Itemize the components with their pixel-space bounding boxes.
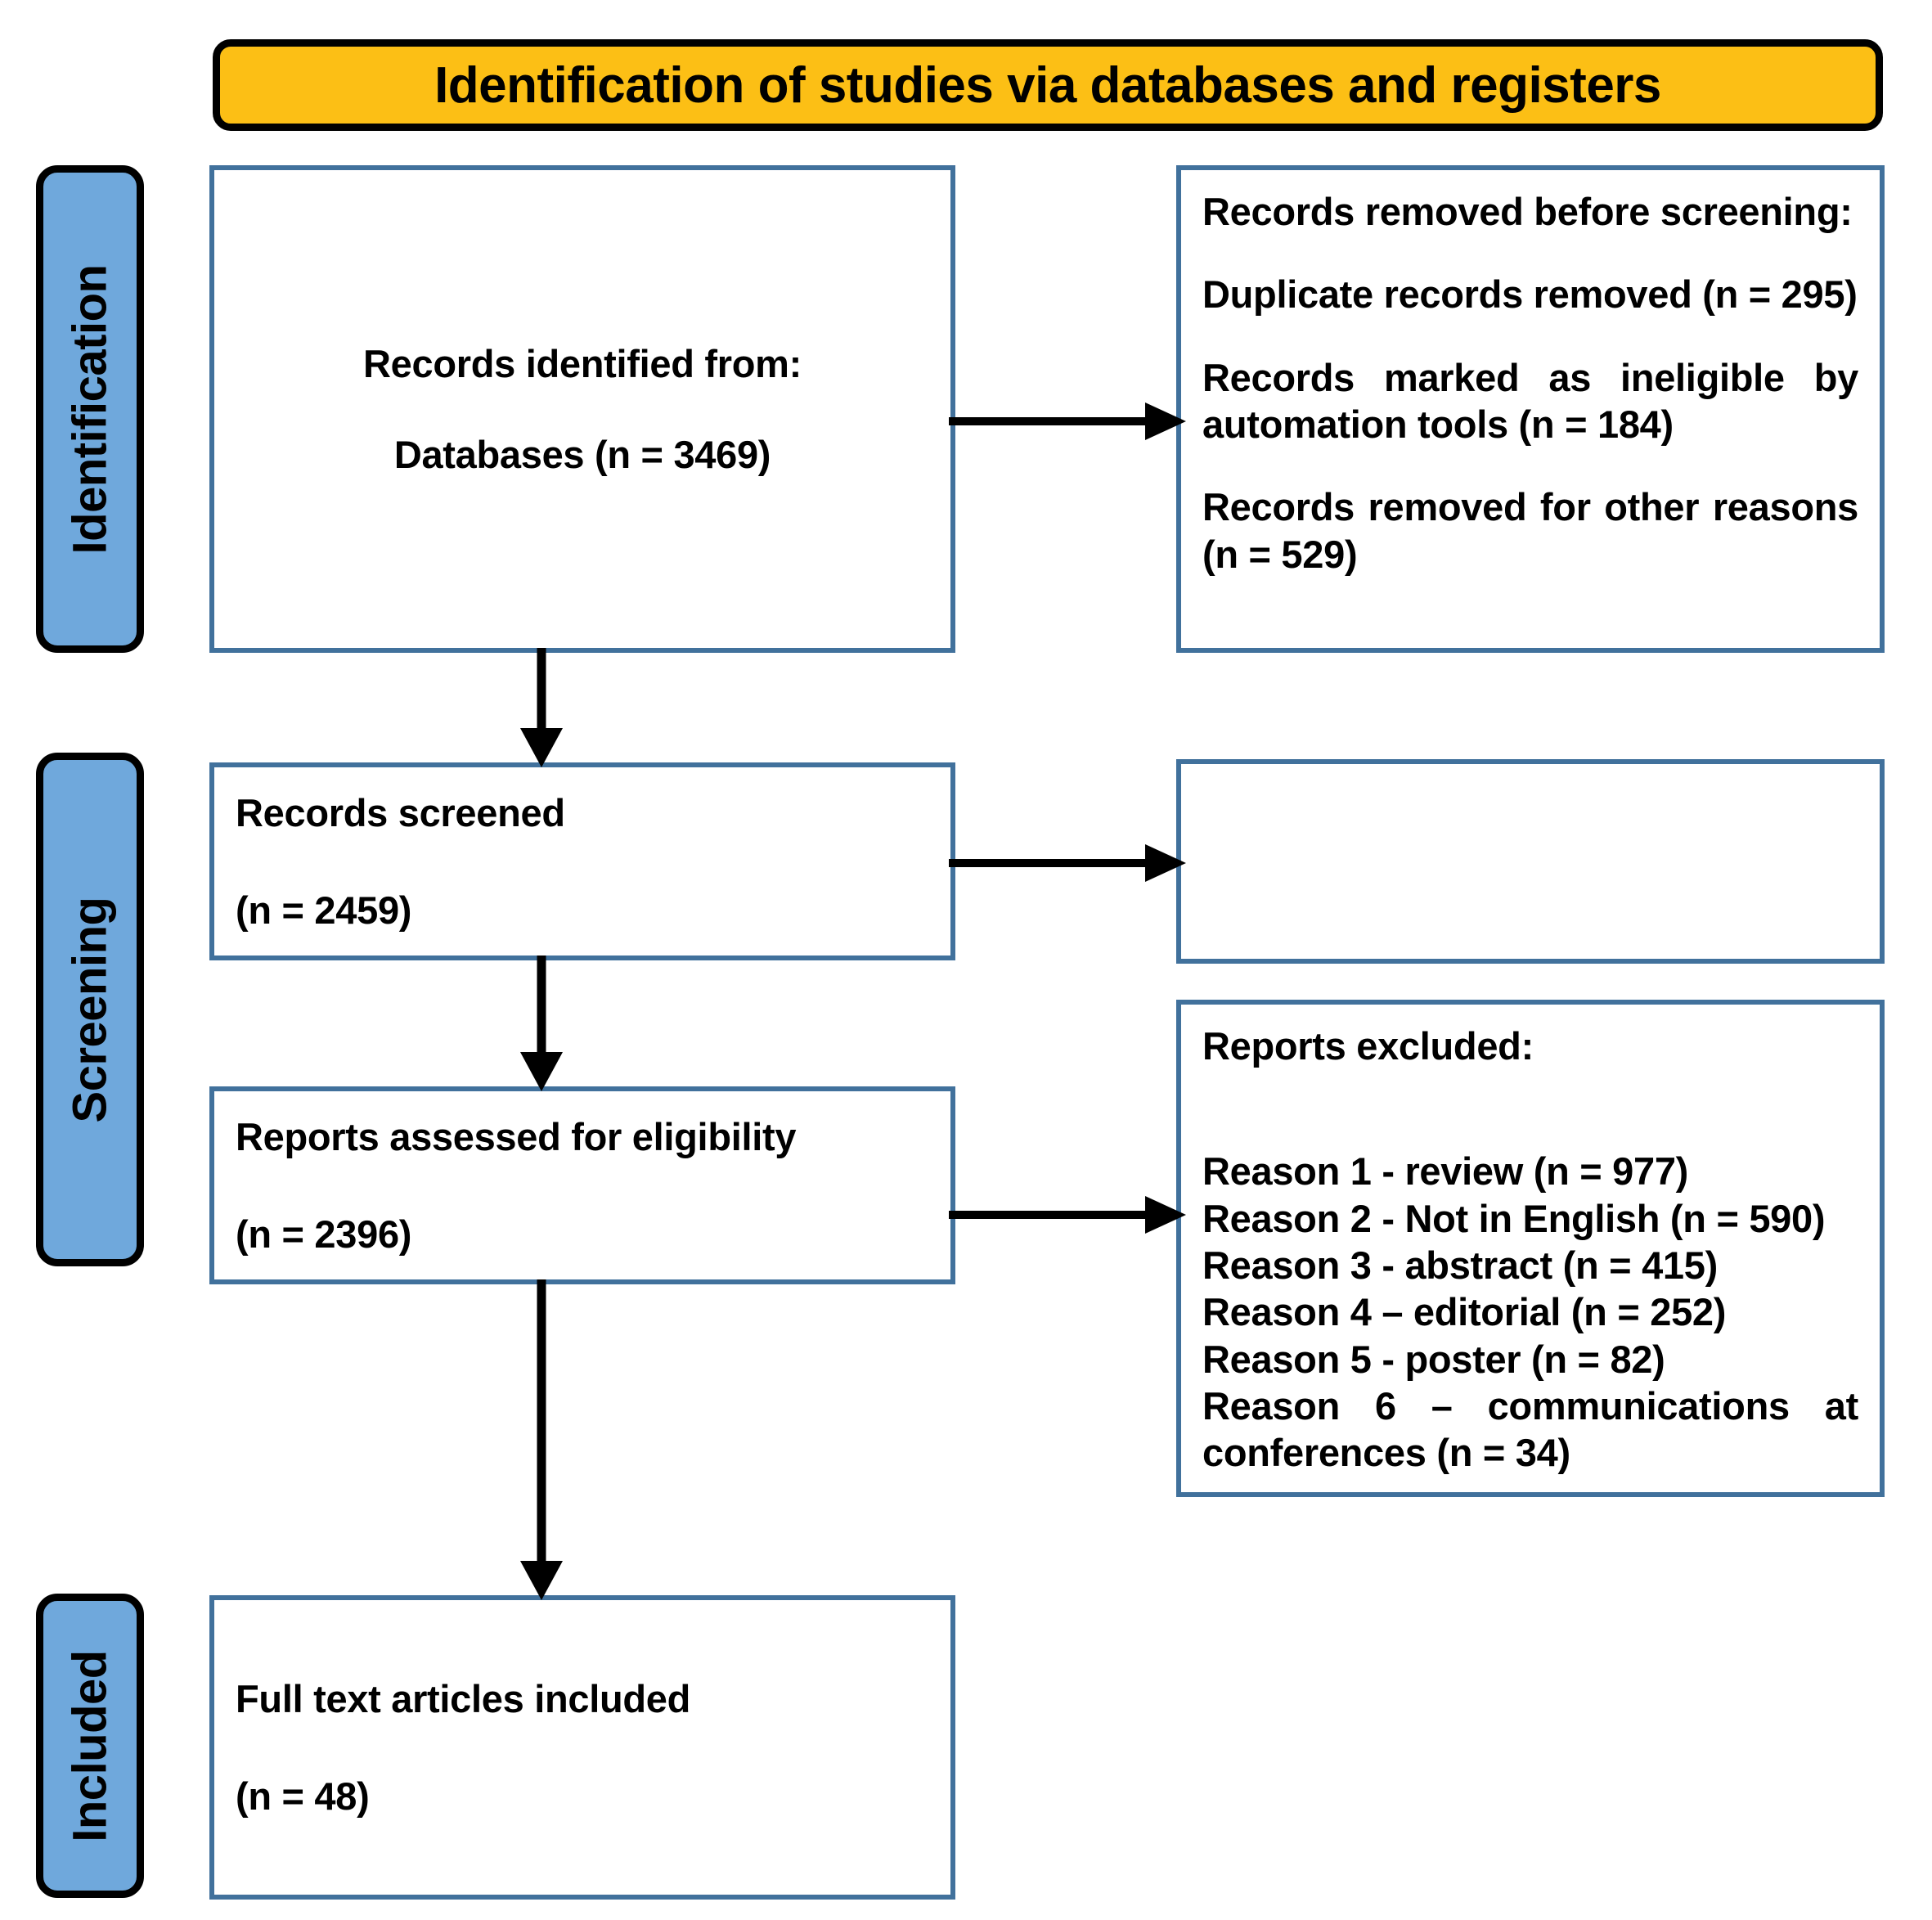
reason-item-4: Reason 4 – editorial (n = 252) xyxy=(1202,1290,1727,1334)
reason-item-3: Reason 3 - abstract (n = 415) xyxy=(1202,1243,1718,1287)
spacer xyxy=(236,1160,929,1211)
records-identified-heading: Records identified from: xyxy=(363,341,802,385)
reason-item-5: Reason 5 - poster (n = 82) xyxy=(1202,1337,1665,1381)
box-records-removed-before-screening: Records removed before screening: Duplic… xyxy=(1176,165,1885,653)
arrow-right-eligibility-to-reports-excluded xyxy=(949,1178,1186,1252)
records-removed-item-other: Records removed for other reasons (n = 5… xyxy=(1202,485,1858,576)
reports-eligibility-count: (n = 2396) xyxy=(236,1212,412,1256)
phase-tab-included: Included xyxy=(36,1594,144,1898)
reports-excluded-heading: Reports excluded: xyxy=(1202,1024,1534,1068)
spacer xyxy=(236,1722,929,1773)
box-records-excluded-empty xyxy=(1176,759,1885,964)
reason-item-2: Reason 2 - Not in English (n = 590) xyxy=(1202,1196,1826,1240)
page-title: Identification of studies via databases … xyxy=(434,56,1661,114)
phase-label-screening: Screening xyxy=(63,897,117,1122)
records-identified-detail: Databases (n = 3469) xyxy=(393,433,771,476)
records-screened-count: (n = 2459) xyxy=(236,888,412,932)
records-removed-heading: Records removed before screening: xyxy=(1202,190,1853,233)
phase-label-included: Included xyxy=(63,1649,117,1842)
arrow-right-identified-to-removed xyxy=(949,384,1186,458)
phase-tab-screening: Screening xyxy=(36,753,144,1266)
arrow-down-screened-to-eligibility xyxy=(491,956,597,1091)
reports-eligibility-heading: Reports assessed for eligibility xyxy=(236,1114,797,1158)
spacer xyxy=(236,836,929,887)
phase-tab-identification: Identification xyxy=(36,165,144,653)
box-reports-excluded: Reports excluded: Reason 1 - review (n =… xyxy=(1176,1000,1885,1497)
arrow-right-screened-to-excluded xyxy=(949,826,1186,900)
box-full-text-articles-included: Full text articles included (n = 48) xyxy=(209,1595,955,1900)
reports-excluded-reason-list: Reason 1 - review (n = 977) Reason 2 - N… xyxy=(1202,1148,1858,1476)
records-screened-heading: Records screened xyxy=(236,790,565,834)
box-records-identified: Records identified from: Databases (n = … xyxy=(209,165,955,653)
arrow-down-eligibility-to-included xyxy=(491,1279,597,1600)
box-reports-assessed-eligibility: Reports assessed for eligibility (n = 23… xyxy=(209,1086,955,1284)
box-records-screened: Records screened (n = 2459) xyxy=(209,762,955,960)
reason-item-6: Reason 6 – communications at conferences… xyxy=(1202,1383,1858,1475)
arrow-down-identified-to-screened xyxy=(491,648,597,767)
diagram-title-banner: Identification of studies via databases … xyxy=(213,39,1883,131)
phase-label-identification: Identification xyxy=(63,264,117,554)
included-count: (n = 48) xyxy=(236,1774,370,1818)
records-removed-item-duplicate: Duplicate records removed (n = 295) xyxy=(1202,272,1858,317)
records-removed-item-automation: Records marked as ineligible by automati… xyxy=(1202,355,1858,446)
reason-item-1: Reason 1 - review (n = 977) xyxy=(1202,1149,1689,1194)
included-heading: Full text articles included xyxy=(236,1676,691,1720)
